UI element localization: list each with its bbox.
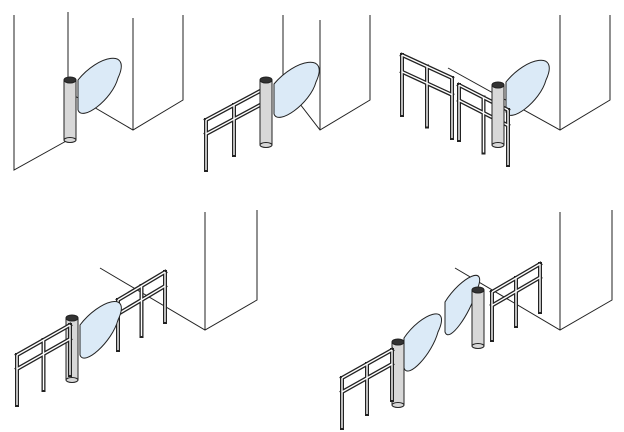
post-base <box>259 142 273 148</box>
post-top <box>491 81 505 89</box>
post-base <box>471 343 485 349</box>
glass-wing <box>505 59 550 116</box>
post-body <box>471 289 485 347</box>
railing <box>14 322 73 407</box>
turnstile-post <box>491 81 505 148</box>
post-base <box>65 377 79 383</box>
wall-outline <box>67 15 184 131</box>
post-top <box>259 76 273 84</box>
config-turnstile-with-railing <box>203 15 371 172</box>
config-turnstile-double-railing <box>399 15 611 167</box>
config-double-turnstile-railings <box>339 210 613 430</box>
post-base <box>391 402 405 408</box>
turnstile-post <box>63 76 77 143</box>
wall-outline <box>282 15 371 131</box>
railing <box>115 269 168 352</box>
railing <box>339 347 395 430</box>
post-body <box>63 79 77 141</box>
post-top <box>65 314 79 322</box>
post-body <box>259 79 273 146</box>
wall-outline <box>99 210 258 331</box>
glass-wing <box>77 57 122 114</box>
post-top <box>63 76 77 84</box>
turnstile-post <box>471 286 485 349</box>
railing <box>203 87 265 172</box>
post-base <box>491 142 505 148</box>
glass-wing <box>273 61 320 118</box>
wall-outline <box>454 210 613 331</box>
post-top <box>471 286 485 294</box>
railing <box>399 52 455 140</box>
glass-wing <box>403 313 442 372</box>
post-body <box>491 84 505 146</box>
post-base <box>63 137 77 143</box>
glass-wing <box>79 301 122 359</box>
railing <box>489 261 543 342</box>
post-top <box>391 338 405 346</box>
wall-outline <box>13 12 69 171</box>
config-single-turnstile <box>13 12 184 171</box>
turnstile-post <box>259 76 273 148</box>
config-turnstile-railings-both-sides <box>14 210 258 407</box>
